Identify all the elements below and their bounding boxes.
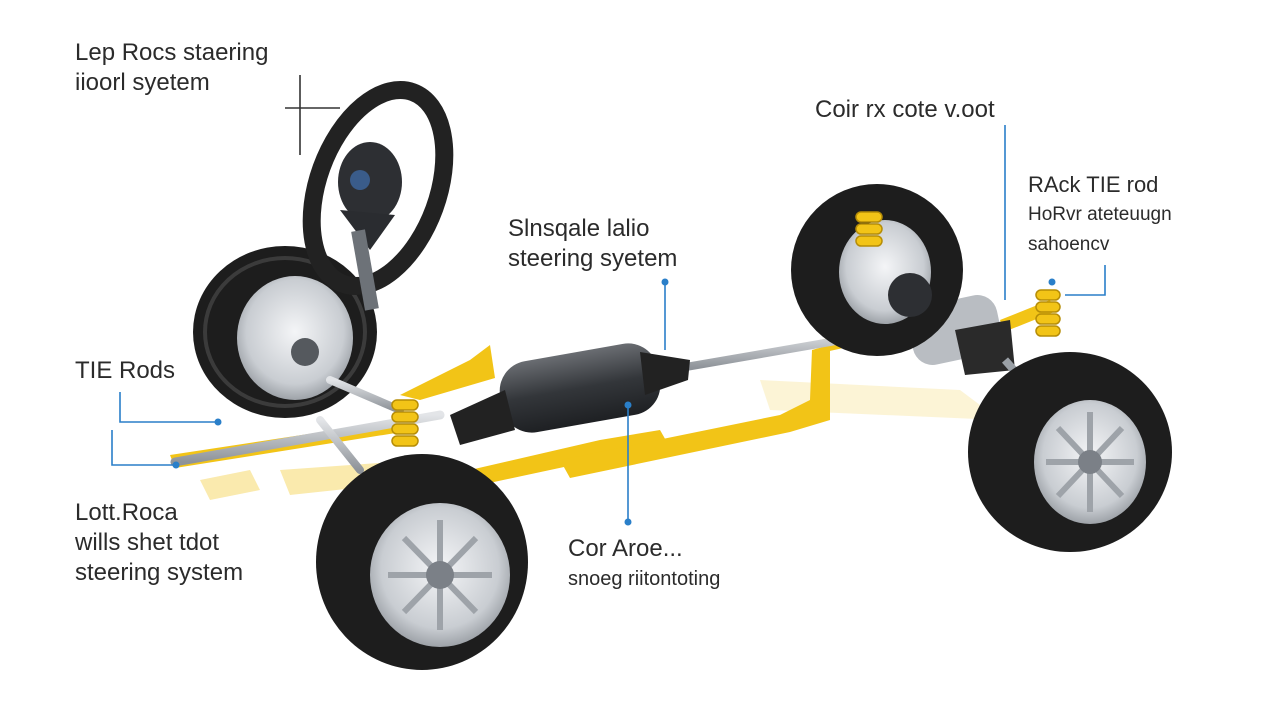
steering-wheel bbox=[302, 80, 454, 311]
callout-dots bbox=[172, 278, 1056, 526]
label-right-line2: HoRvr ateteuugn bbox=[1028, 204, 1172, 225]
label-bottom-left-line2: wills shet tdot bbox=[75, 529, 220, 556]
right-coil-springs bbox=[855, 211, 1061, 337]
front-lower-wheel bbox=[316, 454, 528, 670]
label-right-line1: RAck TIE rod bbox=[1028, 172, 1159, 197]
label-right-line3: sahoencv bbox=[1028, 234, 1110, 255]
label-bottom-center: Cor Aroe... snoeg riitontoting bbox=[568, 534, 720, 594]
label-bottom-center-line1: Cor Aroe... bbox=[568, 535, 683, 562]
rear-lower-wheel bbox=[968, 352, 1172, 552]
label-center-line2: steering syetem bbox=[508, 245, 678, 272]
label-center: Slnsqale lalio steering syetem bbox=[508, 214, 677, 274]
left-coil-spring bbox=[391, 399, 419, 447]
label-top-right-line1: Coir rx cote v.oot bbox=[815, 96, 995, 123]
label-bottom-center-line2: snoeg riitontoting bbox=[568, 568, 721, 590]
steering-rack bbox=[450, 343, 690, 445]
label-bottom-left: Lott.Roca wills shet tdot steering syste… bbox=[75, 498, 243, 588]
label-bottom-left-line1: Lott.Roca bbox=[75, 499, 178, 526]
label-right: RAck TIE rod HoRvr ateteuugn sahoencv bbox=[1028, 170, 1172, 260]
label-center-line1: Slnsqale lalio bbox=[508, 215, 650, 242]
label-top-left: Lep Rocs staering iioorl syetem bbox=[75, 38, 268, 98]
callout-lines bbox=[111, 75, 1106, 522]
label-top-right: Coir rx cote v.oot bbox=[815, 95, 995, 125]
rear-upper-wheel bbox=[791, 184, 963, 356]
label-bottom-left-line3: steering system bbox=[75, 559, 244, 586]
label-top-left-line2: iioorl syetem bbox=[75, 69, 210, 96]
label-top-left-line1: Lep Rocs staering bbox=[75, 39, 269, 66]
label-tie-rods: TIE Rods bbox=[75, 356, 175, 386]
label-tie-rods-line1: TIE Rods bbox=[75, 357, 176, 384]
front-left-wheel bbox=[193, 246, 377, 418]
